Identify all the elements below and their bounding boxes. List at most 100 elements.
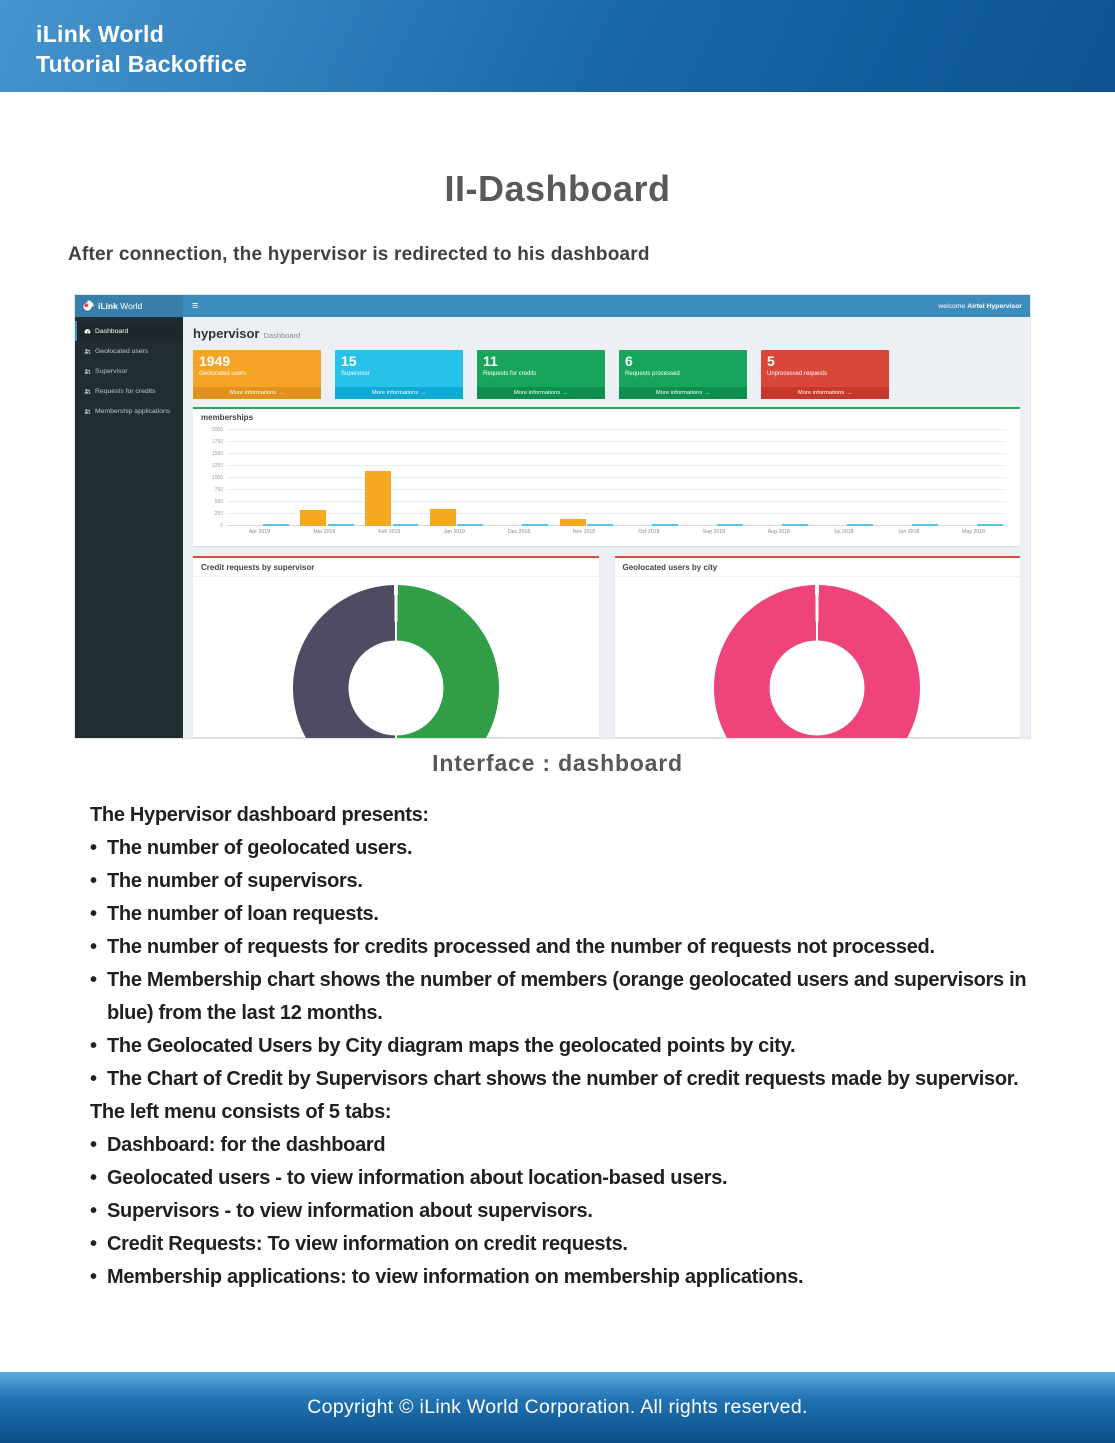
body-line: •The Chart of Credit by Supervisors char… (90, 1063, 1058, 1096)
bullet: • (90, 1266, 97, 1288)
x-axis-label: Nov 2018 (572, 529, 596, 535)
arrow-circle-icon: → (278, 390, 285, 396)
y-axis-label: 500 (214, 499, 223, 505)
welcome-username: Airtel Hypervisor (967, 302, 1022, 310)
more-informations-link[interactable]: More informations→ (193, 387, 321, 399)
sidebar-item-geolocated-users[interactable]: Geolocated users (75, 341, 183, 361)
y-axis-label: 250 (214, 511, 223, 517)
welcome-label: welcome (938, 302, 966, 310)
x-axis-label: Jun 2018 (897, 529, 920, 535)
more-informations-label: More informations (229, 390, 277, 396)
body-line: •The Membership chart shows the number o… (90, 964, 1058, 1030)
chart-column-jun-2018: Jun 2018 (876, 430, 941, 535)
users-icon (84, 348, 91, 355)
chart-column-dec-2018: Dec 2018 (487, 430, 552, 535)
x-axis-label: Jan 2019 (443, 529, 465, 535)
sidebar-item-label: Supervisor (95, 367, 128, 375)
body-line-text: The number of requests for credits proce… (107, 936, 935, 958)
gridline (227, 477, 1006, 478)
dashboard-icon (84, 328, 91, 335)
body-line-text: The number of supervisors. (107, 870, 363, 892)
credit-requests-donut-chart (292, 585, 499, 738)
doc-intro: After connection, the hypervisor is redi… (68, 244, 650, 265)
arrow-circle-icon: → (704, 390, 711, 396)
body-line: •Membership applications: to view inform… (90, 1261, 1058, 1294)
gridline (227, 489, 1006, 490)
sidebar-item-supervisor[interactable]: Supervisor (75, 361, 183, 381)
y-axis-label: 0 (220, 523, 223, 529)
bullet: • (90, 1134, 97, 1156)
body-line-text: Credit Requests: To view information on … (107, 1233, 628, 1255)
x-axis-label: Jul 2018 (833, 529, 854, 535)
more-informations-link[interactable]: More informations→ (335, 387, 463, 399)
body-line: •The number of loan requests. (90, 898, 1058, 931)
sidebar-toggle-button[interactable]: ≡ (183, 295, 207, 317)
geolocated-users-donut-chart (714, 585, 921, 738)
sidebar-item-membership-applications[interactable]: Membership applications (75, 401, 183, 421)
bar-supervisors (457, 524, 484, 526)
chart-column-apr-2019: Apr 2019 (227, 430, 292, 535)
body-text: The Hypervisor dashboard presents:•The n… (90, 799, 1058, 1294)
x-axis-label: May 2018 (962, 529, 985, 535)
stat-label: Supervisor (341, 371, 370, 377)
body-line: •Geolocated users - to view information … (90, 1162, 1058, 1195)
body-line: •Supervisors - to view information about… (90, 1195, 1058, 1228)
brand-bold: iLink (98, 301, 118, 311)
bar-geolocated-users (365, 470, 392, 526)
doc-title: II-Dashboard (444, 168, 671, 209)
geolocated-users-chart-box: Geolocated users by city (614, 556, 1021, 738)
x-axis-label: Aug 2018 (767, 529, 790, 535)
bar-supervisors (652, 524, 679, 526)
more-informations-label: More informations (371, 390, 419, 396)
bar-supervisors (911, 524, 938, 526)
credit-requests-chart-box: Credit requests by supervisor (193, 556, 599, 738)
stat-label: Geolocated users (199, 371, 247, 377)
arrow-circle-icon: → (846, 390, 853, 396)
donut-wrap (615, 577, 1021, 738)
geolocated-users-chart-title: Geolocated users by city (622, 563, 718, 572)
more-informations-link[interactable]: More informations→ (619, 387, 747, 399)
gridline (227, 513, 1006, 514)
credit-requests-chart-title: Credit requests by supervisor (201, 563, 315, 572)
donut-hole (348, 640, 444, 736)
x-axis-label: Oct 2018 (638, 529, 660, 535)
y-axis-label: 750 (214, 487, 223, 493)
app-logo[interactable]: iLink World (75, 295, 183, 317)
more-informations-link[interactable]: More informations→ (477, 387, 605, 399)
x-axis-label: Sep 2018 (702, 529, 725, 535)
sidebar-item-label: Dashboard (95, 327, 129, 335)
body-line: •Dashboard: for the dashboard (90, 1129, 1058, 1162)
copyright-text: Copyright © iLink World Corporation. All… (307, 1396, 808, 1418)
sidebar-item-dashboard[interactable]: Dashboard (75, 321, 183, 341)
bar-geolocated-users (430, 509, 457, 526)
bullet: • (90, 936, 97, 958)
document-footer: Copyright © iLink World Corporation. All… (0, 1372, 1115, 1443)
more-informations-link[interactable]: More informations→ (761, 387, 889, 399)
bar-supervisors (976, 524, 1003, 526)
body-line-text: The number of geolocated users. (107, 837, 413, 859)
bar-geolocated-users (300, 510, 327, 526)
stat-label: Requests for credits (483, 371, 537, 377)
bar-geolocated-users (560, 518, 586, 526)
more-informations-label: More informations (513, 390, 561, 396)
donut-hole (769, 640, 865, 736)
screenshot-caption: Interface : dashboard (432, 750, 683, 776)
users-icon (84, 388, 91, 395)
sidebar-item-requests-for-credits[interactable]: Requests for credits (75, 381, 183, 401)
brand-rest: World (120, 301, 143, 311)
users-icon (84, 368, 91, 375)
sidebar-item-label: Membership applications (95, 407, 171, 415)
arrow-circle-icon: → (562, 390, 569, 396)
gridline (227, 525, 1006, 526)
body-line: • The number of requests for credits proc… (90, 931, 1058, 964)
stat-value: 5 (767, 353, 775, 369)
